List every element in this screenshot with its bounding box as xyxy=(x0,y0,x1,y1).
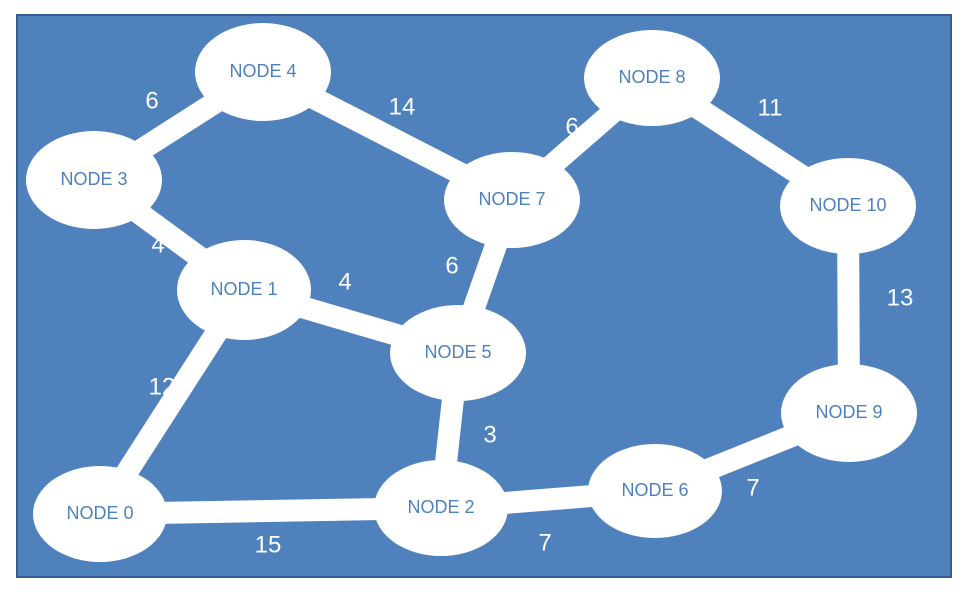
node-2: NODE 2 xyxy=(374,460,508,556)
edge-weight-n7-n5: 6 xyxy=(445,252,458,279)
edge-weight-n8-n10: 11 xyxy=(758,94,783,121)
node-6: NODE 6 xyxy=(588,444,722,538)
node-label: NODE 0 xyxy=(66,503,133,523)
node-ellipse xyxy=(374,460,508,556)
node-label: NODE 1 xyxy=(210,279,277,299)
node-label: NODE 5 xyxy=(424,342,491,362)
edge-weight-n6-n9: 7 xyxy=(746,474,759,501)
node-5: NODE 5 xyxy=(390,305,526,401)
node-ellipse xyxy=(588,444,722,538)
node-ellipse xyxy=(390,305,526,401)
node-1: NODE 1 xyxy=(177,240,311,340)
node-0: NODE 0 xyxy=(33,466,167,562)
node-3: NODE 3 xyxy=(26,131,162,229)
node-label: NODE 9 xyxy=(815,402,882,422)
edge-weight-n4-n7: 14 xyxy=(389,93,416,120)
edge-weight-n3-n4: 6 xyxy=(145,87,158,114)
node-label: NODE 10 xyxy=(809,195,886,215)
node-10: NODE 10 xyxy=(780,158,916,254)
edge-weight-n0-n2: 15 xyxy=(255,531,282,558)
edge-weight-n7-n8: 6 xyxy=(565,113,578,140)
weights-layer: 6 14 6 11 4 4 6 13 12 3 15 7 7 xyxy=(145,87,913,558)
edge-weight-n2-n6: 7 xyxy=(538,529,551,556)
edge-weight-n3-n1: 4 xyxy=(151,231,164,258)
node-ellipse xyxy=(26,131,162,229)
node-9: NODE 9 xyxy=(781,364,917,462)
node-ellipse xyxy=(444,152,580,248)
node-ellipse xyxy=(195,23,331,121)
node-ellipse xyxy=(177,240,311,340)
edge-weight-n10-n9: 13 xyxy=(887,284,914,311)
node-ellipse xyxy=(780,158,916,254)
nodes-layer: NODE 0 NODE 1 NODE 2 NODE 3 NODE 4 NODE 5 NODE… xyxy=(26,23,917,562)
node-label: NODE 6 xyxy=(621,480,688,500)
node-ellipse xyxy=(781,364,917,462)
node-label: NODE 7 xyxy=(478,189,545,209)
node-label: NODE 2 xyxy=(407,497,474,517)
node-label: NODE 3 xyxy=(60,169,127,189)
node-7: NODE 7 xyxy=(444,152,580,248)
node-label: NODE 8 xyxy=(618,67,685,87)
edge-weight-n1-n0: 12 xyxy=(149,373,176,400)
node-ellipse xyxy=(33,466,167,562)
node-4: NODE 4 xyxy=(195,23,331,121)
node-8: NODE 8 xyxy=(584,30,720,126)
node-ellipse xyxy=(584,30,720,126)
edge-weight-n1-n5: 4 xyxy=(338,268,351,295)
edge-weight-n5-n2: 3 xyxy=(483,421,496,448)
node-label: NODE 4 xyxy=(229,61,296,81)
